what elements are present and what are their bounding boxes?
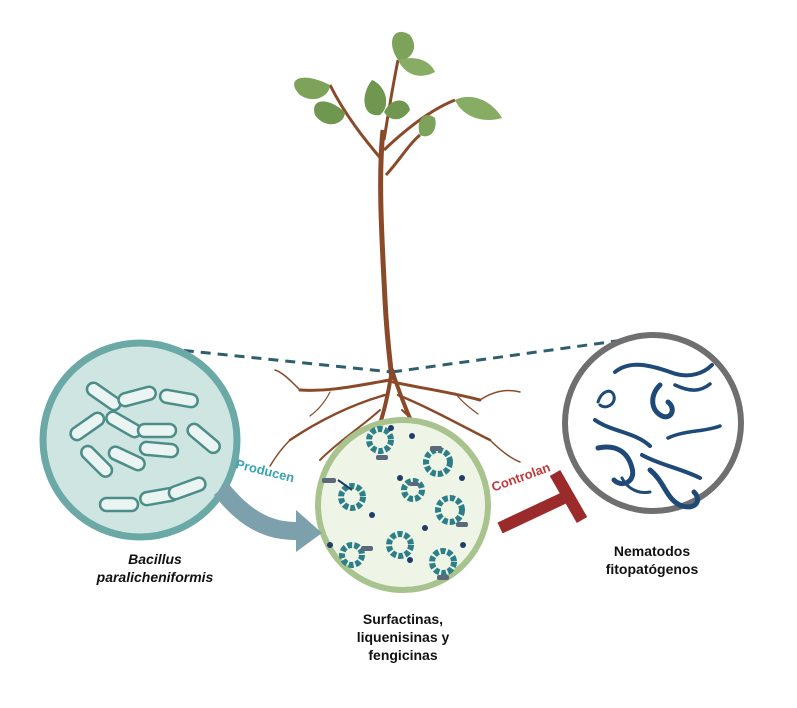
lipopeptide-label-line1: Surfactinas, <box>362 611 444 627</box>
nematode-worms <box>593 362 722 510</box>
leaf-4 <box>398 58 435 76</box>
leaf-7 <box>418 115 436 137</box>
bacteria-label-line1: Bacillus <box>128 551 182 567</box>
nematode-label-line2: fitopatógenos <box>605 561 699 577</box>
lipopeptide-label-line2: liquenisinas y <box>356 629 450 645</box>
nematode-circle <box>562 332 744 514</box>
plant-stem <box>378 129 395 381</box>
plant-branch-right <box>382 98 456 152</box>
roots-icon <box>269 368 521 467</box>
plant-branch-top <box>382 59 400 141</box>
lipopeptide-dots <box>327 425 466 563</box>
bacteria-label-line2: paralicheniformis <box>96 569 214 585</box>
plant-branch-left <box>328 84 384 161</box>
bacteria-label: Bacillus paralicheniformis <box>80 550 230 586</box>
bacteria-circle <box>39 339 241 541</box>
plant-icon <box>294 31 502 381</box>
leaf-2 <box>314 101 345 125</box>
bacillus-cells <box>69 381 222 513</box>
control-inhibition-icon <box>497 470 588 534</box>
nematode-label-line1: Nematodos <box>613 543 691 559</box>
lipopeptide-circle <box>315 417 491 593</box>
lipopeptide-tails <box>322 446 468 580</box>
nematode-label: Nematodos fitopatógenos <box>582 542 722 578</box>
plant-branch-mid <box>384 133 421 177</box>
dashed-line-left <box>149 345 393 374</box>
produce-arrow <box>214 483 322 552</box>
lipopeptide-label: Surfactinas, liquenisinas y fengicinas <box>328 610 478 664</box>
leaf-3 <box>391 31 415 61</box>
leaf-5 <box>364 80 387 116</box>
leaf-8 <box>384 100 410 120</box>
lipopeptide-label-line3: fengicinas <box>368 647 438 663</box>
leaf-6 <box>455 96 502 120</box>
leaf-1 <box>294 77 330 100</box>
lipopeptide-line <box>337 479 353 491</box>
